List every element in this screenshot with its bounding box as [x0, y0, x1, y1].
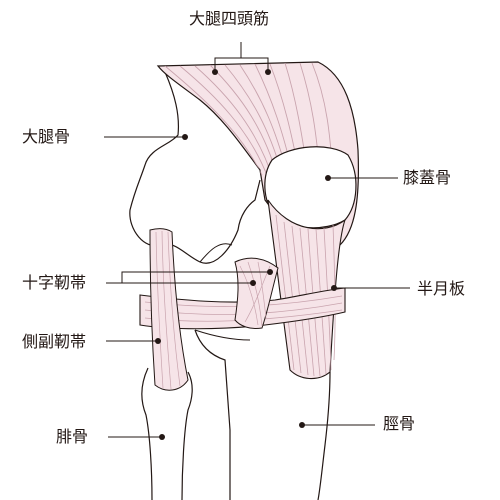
dot-fibula	[159, 434, 165, 440]
leader-cruciate	[106, 271, 270, 284]
leader-lines	[104, 42, 410, 438]
dot-tibia	[299, 422, 305, 428]
cruciate-ligament	[234, 257, 279, 329]
fibula-bone	[141, 367, 193, 500]
label-cruciate-ligament: 十字靭帯	[22, 273, 87, 292]
dot-cruciate-lower	[250, 280, 256, 286]
label-collateral-ligament: 側副靭帯	[22, 332, 87, 351]
dot-quadriceps-right	[265, 69, 271, 75]
dot-femur	[182, 134, 188, 140]
label-fibula: 腓骨	[56, 427, 89, 446]
leader-quadriceps	[214, 42, 269, 72]
collateral-ligament	[149, 228, 189, 391]
tibia-bone	[194, 329, 331, 500]
label-quadriceps: 大腿四頭筋	[189, 9, 270, 28]
dot-patella	[325, 175, 331, 181]
label-patella: 膝蓋骨	[403, 168, 452, 187]
dot-cruciate-upper	[267, 269, 273, 275]
label-femur: 大腿骨	[22, 127, 71, 146]
label-tibia: 脛骨	[383, 414, 416, 433]
femur-bone	[129, 71, 261, 264]
leader-dots	[155, 69, 337, 440]
label-meniscus: 半月板	[417, 279, 466, 298]
dot-meniscus	[331, 285, 337, 291]
dot-quadriceps-left	[212, 69, 218, 75]
dot-collateral	[155, 338, 161, 344]
